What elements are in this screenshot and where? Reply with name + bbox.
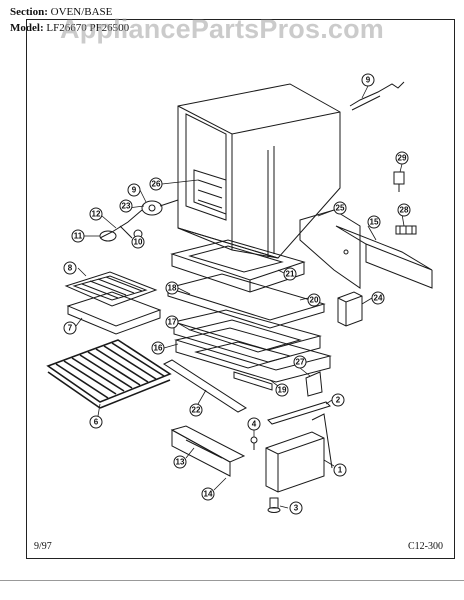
- footer-date: 9/97: [34, 541, 52, 552]
- callout-label: 9: [132, 186, 137, 195]
- broil-pan: [170, 239, 306, 293]
- callout-label: 13: [176, 458, 185, 467]
- drawer-assembly: [172, 309, 332, 383]
- watermark-text: AppliancePartsPros.com: [60, 14, 385, 44]
- support-bar: [267, 401, 331, 425]
- drawer-rail: [162, 359, 248, 413]
- callout-label: 20: [310, 296, 319, 305]
- diagram-frame: [26, 19, 455, 559]
- junction-box: [337, 291, 363, 327]
- side-panel-assembly: [299, 209, 433, 289]
- callout-label: 12: [92, 210, 101, 219]
- callout-label: 29: [398, 154, 407, 163]
- callout-label: 24: [374, 294, 383, 303]
- kick-plate: [170, 425, 246, 477]
- leader-lines: [75, 85, 405, 509]
- callout-label: 3: [294, 504, 299, 513]
- callout-label: 19: [278, 386, 287, 395]
- callout-label: 15: [370, 218, 379, 227]
- callout-labels: 9 26 9 12 23 10 11 29 25 15 28 21 20 24 …: [68, 76, 409, 513]
- callout-label: 7: [68, 324, 73, 333]
- drawer-bracket: [233, 371, 323, 397]
- oven-cavity: [177, 83, 341, 259]
- callout-label: 4: [252, 420, 257, 429]
- callout-label: 22: [192, 406, 201, 415]
- section-header: Section: OVEN/BASE: [10, 6, 112, 18]
- burner-valve-cluster: [99, 199, 179, 242]
- callout-label: 14: [204, 490, 213, 499]
- callout-label: 2: [336, 396, 341, 405]
- broiler-pan-and-grid: [64, 271, 162, 335]
- callout-label: 26: [152, 180, 161, 189]
- callout-label: 16: [154, 344, 163, 353]
- section-value: OVEN/BASE: [50, 6, 113, 18]
- bottom-divider: [0, 580, 464, 581]
- small-switch-parts: [393, 171, 417, 235]
- callout-label: 23: [122, 202, 131, 211]
- screw: [250, 436, 258, 450]
- callout-label: 28: [400, 206, 409, 215]
- section-label: Section:: [10, 6, 48, 18]
- oven-rack: [46, 339, 172, 409]
- callout-bubbles: [63, 73, 411, 515]
- callout-label: 17: [168, 318, 177, 327]
- callout-label: 9: [366, 76, 371, 85]
- callout-label: 27: [296, 358, 305, 367]
- callout-label: 1: [338, 466, 343, 475]
- callout-label: 8: [68, 264, 73, 273]
- callout-label: 18: [168, 284, 177, 293]
- callout-label: 21: [286, 270, 295, 279]
- model-value: LF26670 PF26500: [46, 22, 130, 34]
- leveling-leg: [267, 497, 281, 513]
- leveling-bracket: [265, 413, 333, 493]
- callout-label: 11: [74, 232, 83, 241]
- broil-panel: [166, 273, 326, 329]
- callout-label: 25: [336, 204, 345, 213]
- callout-label: 10: [134, 238, 143, 247]
- power-cord: [349, 81, 405, 111]
- footer-code: C12-300: [408, 541, 443, 552]
- callout-label: 6: [94, 418, 99, 427]
